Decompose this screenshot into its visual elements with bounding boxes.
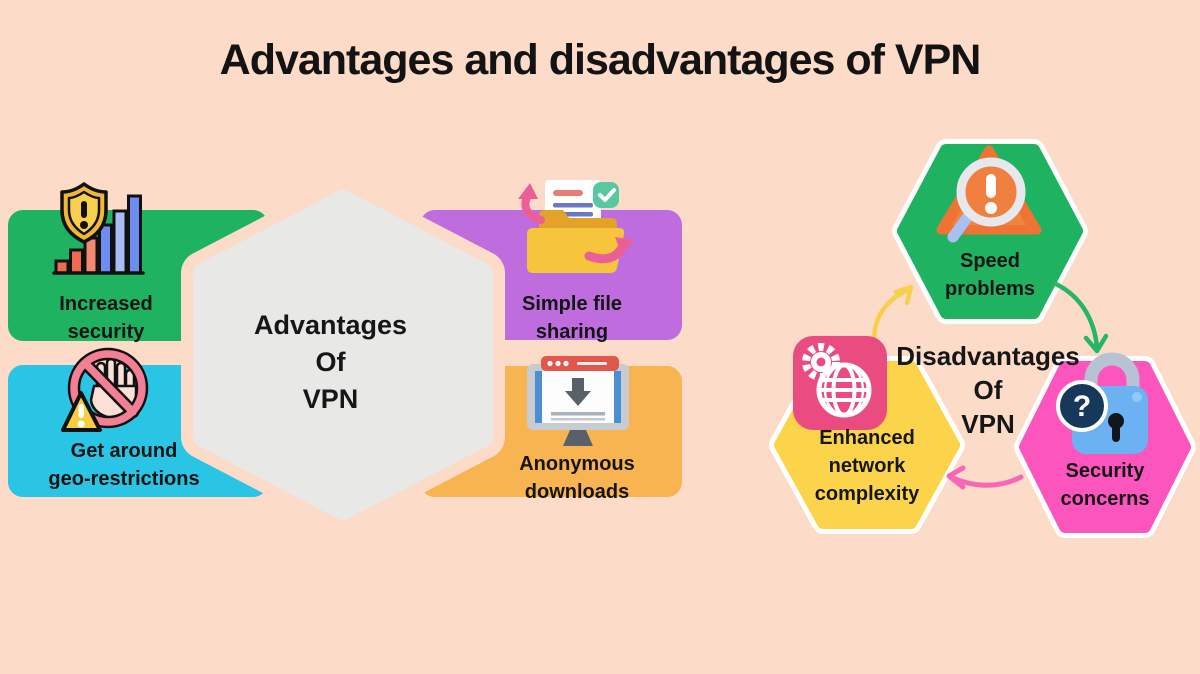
- disadvantages-center-title: Disadvantages Of VPN: [896, 341, 1080, 439]
- label-geo-restrictions: Get around geo-restrictions: [48, 440, 200, 490]
- blocked-hand-warning-icon: [61, 347, 149, 432]
- monitor-download-icon: [527, 356, 629, 446]
- question-mark-badge: ?: [1073, 390, 1091, 423]
- padlock-question-icon: ?: [1056, 352, 1148, 454]
- label-anonymous-downloads: Anonymous downloads: [519, 453, 635, 503]
- bar-chart-shield-icon: [52, 182, 145, 275]
- label-increased-security: Increased security: [59, 293, 153, 343]
- arrow-left-pink-icon: [946, 465, 1024, 490]
- label-simple-file-sharing: Simple file sharing: [521, 293, 623, 343]
- globe-gear-icon: [793, 336, 887, 430]
- advantages-center-title: Advantages Of VPN: [253, 310, 408, 414]
- label-speed-problems: Speed problems: [944, 250, 1036, 300]
- page-title: Advantages and disadvantages of VPN: [219, 36, 982, 84]
- folder-share-icon: [518, 180, 634, 273]
- label-network-complexity: Enhanced network complexity: [814, 427, 920, 505]
- magnifier-warning-triangle-icon: [936, 145, 1042, 243]
- label-security-concerns: Security concerns: [1060, 460, 1150, 510]
